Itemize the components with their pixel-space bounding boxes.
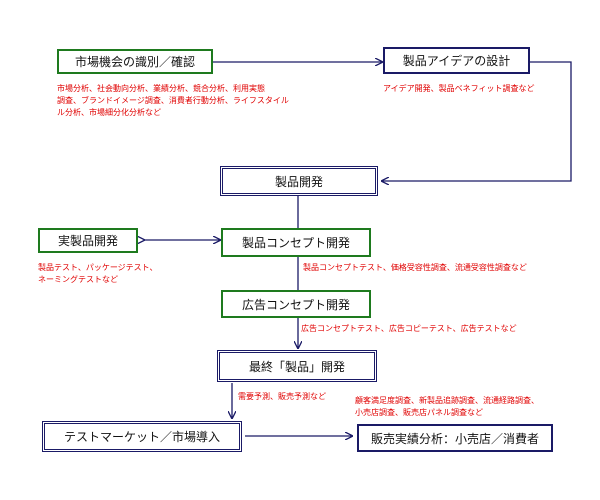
note-line: 小売店調査、販売店パネル調査など	[355, 408, 483, 417]
note-idea-research: アイデア開発、製品ベネフィット調査など	[383, 83, 534, 95]
note-customer-surveys: 顧客満足度調査、新製品追跡調査、流通経路調査、 小売店調査、販売店パネル調査など	[355, 395, 539, 419]
node-product-concept-development: 製品コンセプト開発	[221, 228, 371, 257]
node-product-development: 製品開発	[220, 166, 378, 196]
node-sales-analysis: 販売実績分析：小売店／消費者	[357, 424, 553, 452]
note-product-tests: 製品テスト、パッケージテスト、 ネーミングテストなど	[38, 262, 158, 286]
note-line: 市場分析、社会動向分析、業績分析、競合分析、利用実態	[57, 84, 265, 93]
node-ad-concept-development: 広告コンセプト開発	[221, 290, 371, 318]
note-line: ル分析、市場細分化分析など	[57, 108, 161, 117]
note-ad-tests: 広告コンセプトテスト、広告コピーテスト、広告テストなど	[301, 323, 517, 335]
note-concept-tests: 製品コンセプトテスト、価格受容性調査、流通受容性調査など	[303, 262, 527, 274]
node-real-product-development: 実製品開発	[38, 228, 138, 253]
node-final-product-development: 最終「製品」開発	[217, 350, 377, 382]
note-line: 顧客満足度調査、新製品追跡調査、流通経路調査、	[355, 396, 539, 405]
note-demand-forecast: 需要予測、販売予測など	[238, 391, 326, 403]
node-test-market: テストマーケット／市場導入	[42, 421, 242, 452]
arrow-idea-to-dev	[382, 61, 572, 181]
node-product-idea-design: 製品アイデアの設計	[383, 47, 530, 74]
note-line: 需要予測、販売予測など	[238, 392, 326, 401]
note-line: アイデア開発、製品ベネフィット調査など	[383, 84, 535, 93]
note-line: 製品テスト、パッケージテスト、	[38, 263, 158, 272]
note-line: 広告コンセプトテスト、広告コピーテスト、広告テストなど	[301, 324, 517, 333]
note-line: 調査、ブランドイメージ調査、消費者行動分析、ライフスタイル	[57, 96, 289, 105]
note-line: 製品コンセプトテスト、価格受容性調査、流通受容性調査など	[303, 263, 527, 272]
note-market-analysis: 市場分析、社会動向分析、業績分析、競合分析、利用実態 調査、ブランドイメージ調査…	[57, 83, 289, 119]
node-market-opportunity: 市場機会の識別／確認	[57, 49, 213, 74]
note-line: ネーミングテストなど	[38, 275, 118, 284]
